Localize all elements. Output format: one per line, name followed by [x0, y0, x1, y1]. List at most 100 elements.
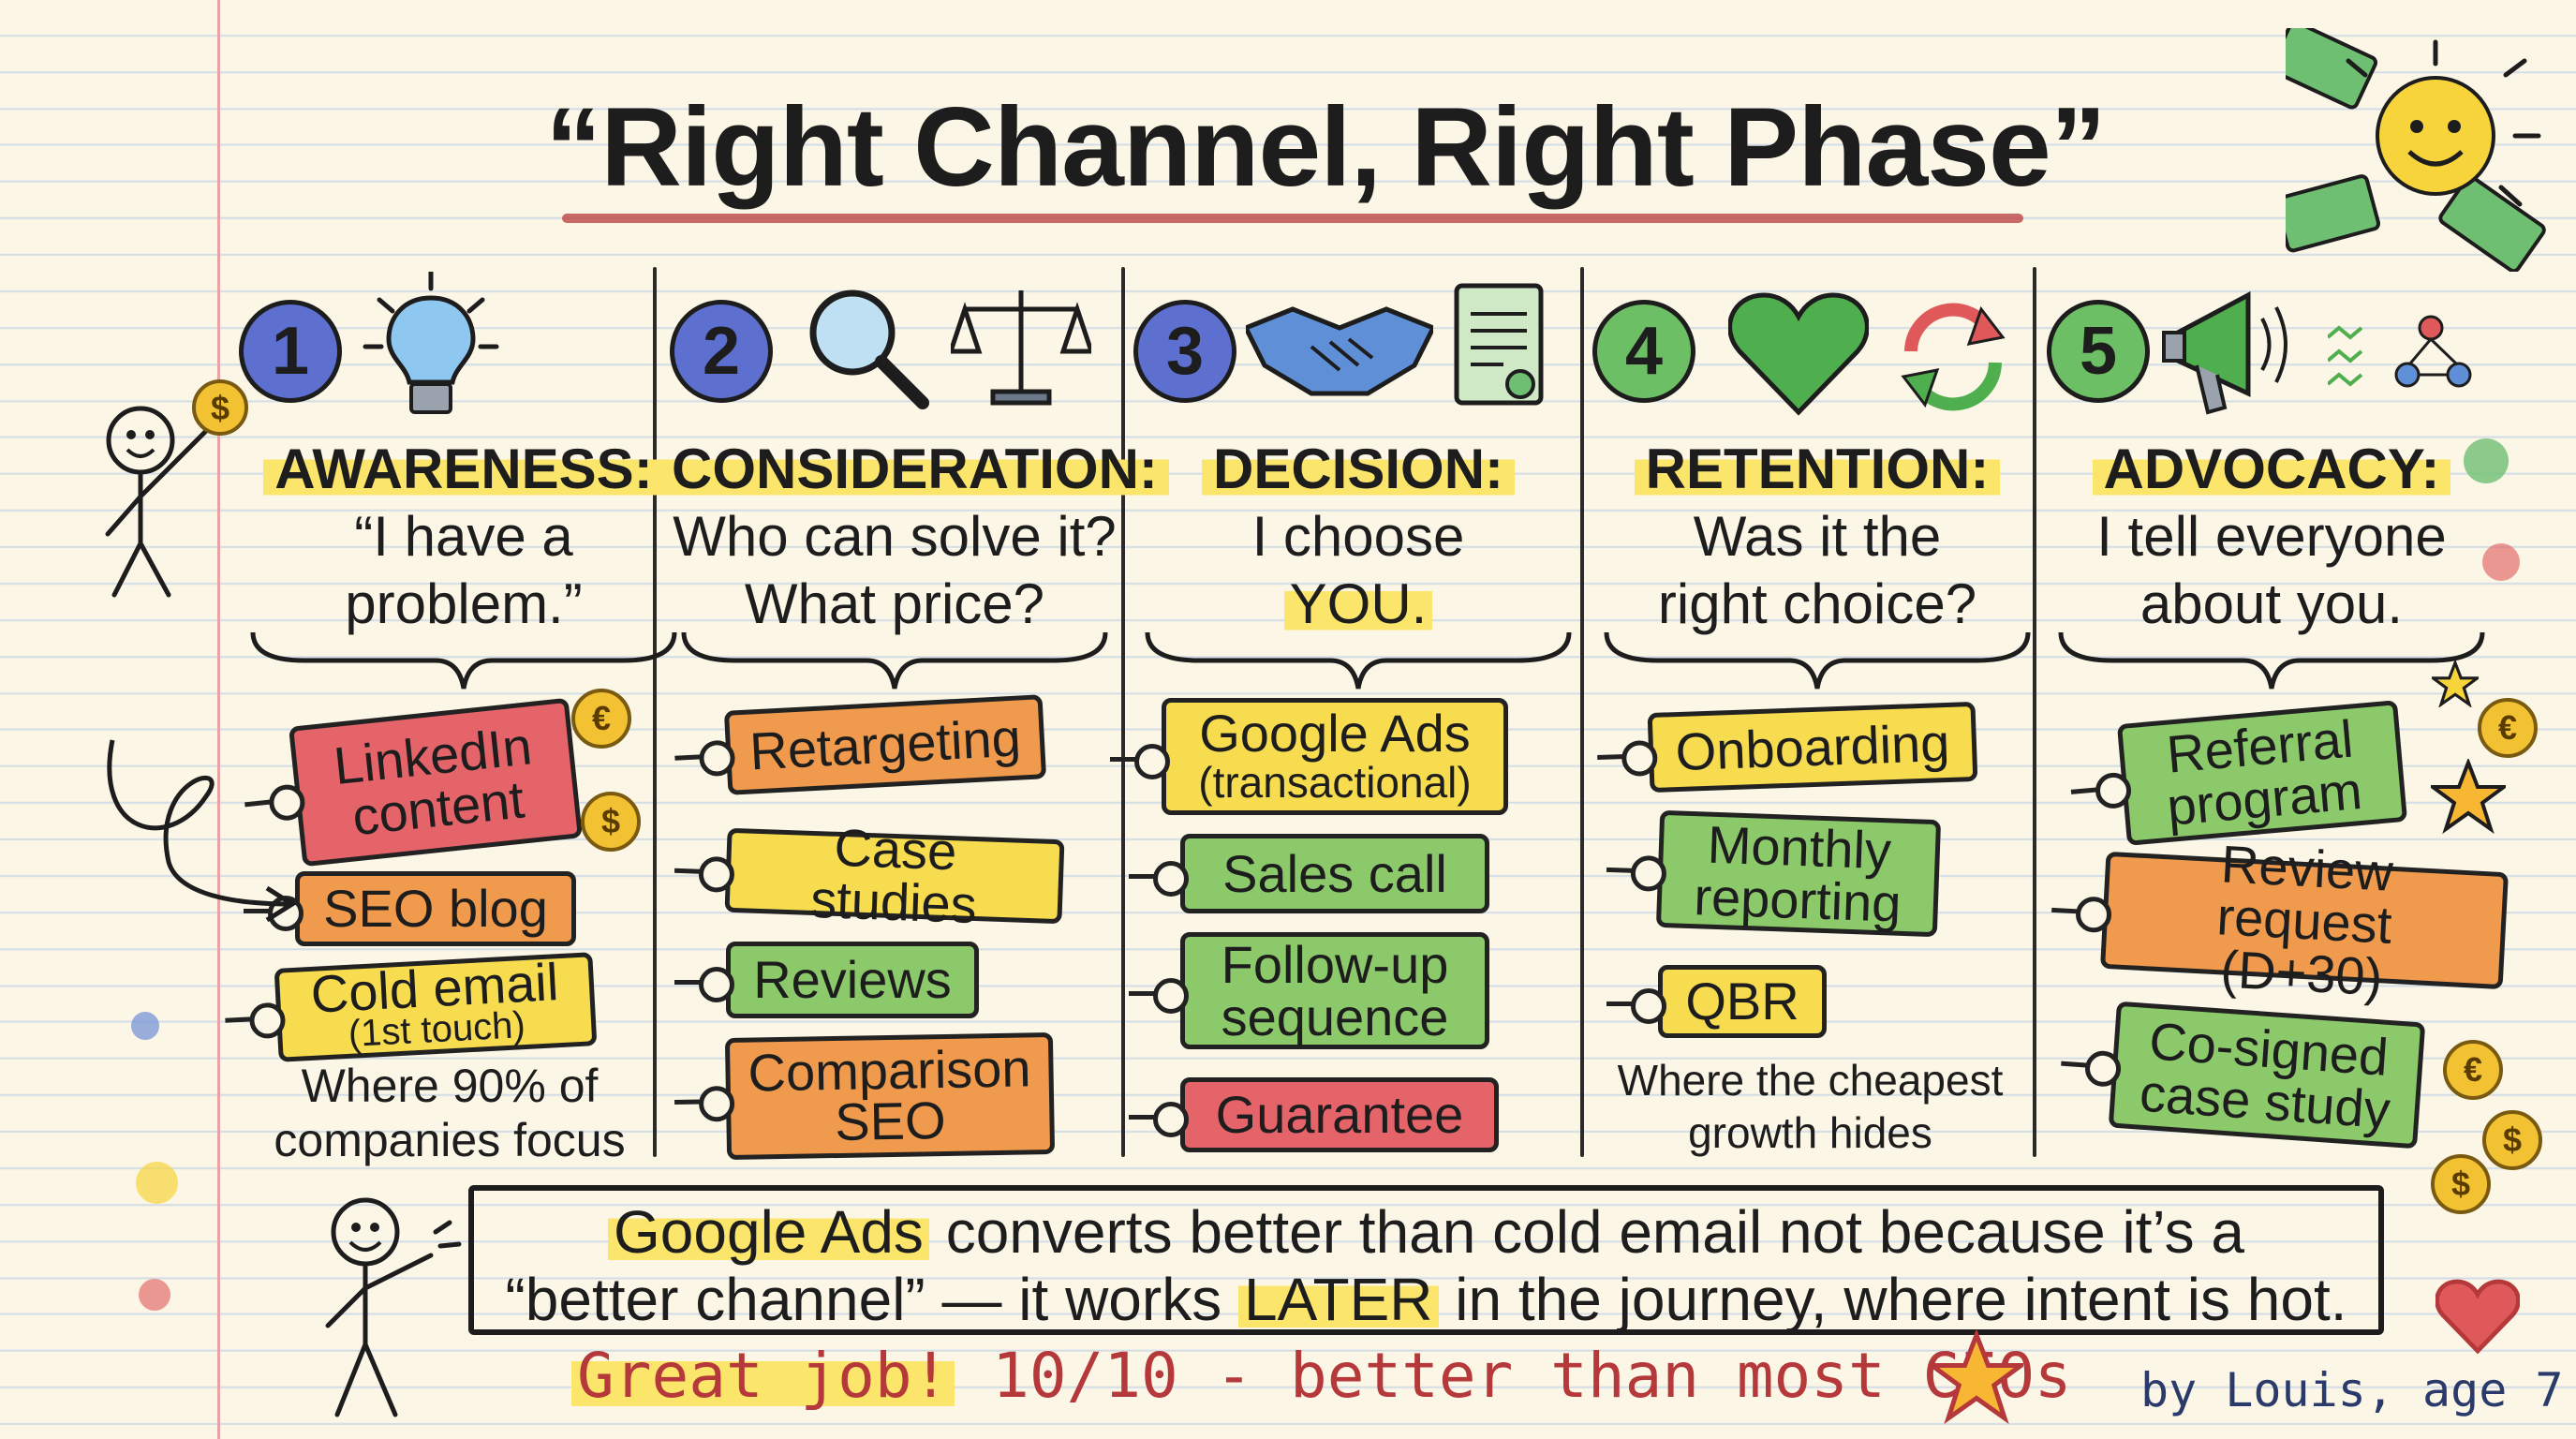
- phase-number: 1: [239, 300, 342, 403]
- tag-review-request: Review request (D+30): [2100, 834, 2509, 1006]
- tag-guarantee: Guarantee: [1129, 1077, 1499, 1152]
- phase-number: 3: [1133, 300, 1236, 403]
- tag-co-signed-case-study: Co-signed case study: [2108, 1001, 2426, 1150]
- phase-question-line1: I choose: [1251, 505, 1465, 568]
- phase-heading: CONSIDERATION: Who can solve it? What pr…: [660, 436, 1169, 638]
- quote-text: converts better than cold email not beca…: [928, 1198, 2244, 1266]
- title-underline: [562, 214, 2023, 223]
- phase-heading: ADVOCACY: I tell everyone about you.: [2037, 436, 2506, 638]
- insight-quote-box: Google Ads converts better than cold ema…: [468, 1185, 2384, 1335]
- quote-highlight-later: LATER: [1237, 1266, 1439, 1333]
- review-request-label: Review request: [2215, 833, 2395, 955]
- column-divider: [653, 267, 657, 1157]
- paint-dot: [136, 1162, 178, 1204]
- people-network-icon: [2328, 315, 2472, 388]
- column-divider: [1580, 267, 1584, 1157]
- column-divider: [1121, 267, 1125, 1157]
- review-request-sublabel: (D+30): [2219, 938, 2384, 1006]
- cold-email-sublabel: (1st touch): [347, 1004, 526, 1055]
- curly-brace: [681, 631, 1108, 690]
- tag-case-studies: Case studies: [724, 818, 1065, 934]
- paint-dot: [2482, 543, 2520, 581]
- phase-number: 5: [2047, 300, 2150, 403]
- phase-number: 2: [670, 300, 773, 403]
- dollar-coin-icon: $: [2431, 1154, 2491, 1214]
- phase-heading: AWARENESS: “I have a problem.”: [229, 436, 698, 638]
- sun-icon: [2286, 28, 2546, 272]
- phase-question-highlight: YOU.: [1283, 572, 1433, 635]
- phase-question-line2: What price?: [744, 572, 1045, 635]
- star-icon: [2431, 759, 2506, 834]
- curly-brace: [2058, 631, 2485, 690]
- tag-referral-program: Referral program: [2116, 700, 2408, 846]
- curved-arrow: [107, 739, 297, 923]
- phase-question-line1: Who can solve it?: [673, 505, 1117, 568]
- phase-title-consideration: CONSIDERATION:: [660, 438, 1169, 500]
- score-comment: 10/10 - better than most CEOs: [992, 1340, 2072, 1412]
- certificate-icon: [1454, 283, 1544, 406]
- megaphone-icon: [2162, 290, 2287, 415]
- curly-brace: [250, 631, 677, 690]
- euro-coin-icon: €: [2478, 698, 2538, 758]
- phase-title-advocacy: ADVOCACY:: [2092, 438, 2451, 500]
- euro-coin-icon: €: [2443, 1040, 2503, 1100]
- paint-dot: [131, 1012, 159, 1040]
- phase-heading: RETENTION: Was it the right choice?: [1583, 436, 2051, 638]
- phase-question-line2: right choice?: [1657, 572, 1977, 635]
- stick-figure-icon: $: [105, 379, 248, 598]
- lightbulb-icon: [363, 272, 499, 414]
- phase-title-awareness: AWARENESS:: [263, 438, 664, 500]
- dollar-coin-icon: $: [2482, 1110, 2542, 1170]
- magnifying-glass-icon: [809, 289, 929, 409]
- phase-question-line2: problem.”: [345, 572, 583, 635]
- phase-question-line2: about you.: [2139, 572, 2404, 635]
- page-title: “Right Channel, Right Phase”: [545, 84, 2106, 210]
- quote-text: “better channel” — it works: [505, 1266, 1238, 1333]
- star-icon: [2432, 660, 2479, 707]
- column-divider: [2033, 267, 2036, 1157]
- tag-monthly-reporting: Monthly reporting: [1655, 809, 1942, 938]
- curly-brace: [1604, 631, 2031, 690]
- curly-brace: [1145, 631, 1572, 690]
- phase-title-retention: RETENTION:: [1634, 438, 2001, 500]
- notebook-margin-line: [217, 0, 220, 1439]
- dollar-coin-label: $: [211, 389, 229, 427]
- tag-google-ads: Google Ads (transactional): [1110, 698, 1508, 815]
- tag-seo-blog: SEO blog: [244, 871, 576, 946]
- teacher-comment: Great job! 10/10 - better than most CEOs: [571, 1340, 2071, 1412]
- great-job-label: Great job!: [571, 1340, 955, 1412]
- quote-text: in the journey, where intent is hot.: [1438, 1266, 2347, 1333]
- refresh-arrows-icon: [1901, 303, 2006, 411]
- paint-dot: [2464, 438, 2509, 483]
- phase-heading: DECISION: I choose YOU.: [1124, 436, 1592, 638]
- paint-dot: [139, 1279, 170, 1311]
- tag-cold-email: Cold email (1st touch): [274, 952, 598, 1062]
- euro-coin-icon: €: [571, 689, 631, 749]
- phase-number: 4: [1592, 300, 1695, 403]
- heart-icon: [2435, 1279, 2520, 1354]
- handshake-icon: [1246, 306, 1433, 396]
- dollar-coin-icon: $: [581, 792, 641, 852]
- phase-question-line1: Was it the: [1693, 505, 1942, 568]
- tag-follow-up-sequence: Follow-up sequence: [1129, 932, 1489, 1049]
- tag-qbr: QBR: [1606, 965, 1827, 1038]
- tag-linkedin-content: LinkedIn content: [288, 697, 584, 868]
- stick-figure-icon: [325, 1197, 462, 1417]
- tag-comparison-seo: Comparison SEO: [724, 1031, 1056, 1161]
- phase-title-decision: DECISION:: [1201, 438, 1516, 500]
- signature: by Louis, age 7: [2140, 1363, 2564, 1417]
- scales-icon: [951, 290, 1091, 406]
- google-ads-label: Google Ads: [1199, 703, 1471, 763]
- tag-sales-call: Sales call: [1129, 834, 1489, 913]
- heart-icon: [1728, 292, 1869, 416]
- phase-question-line1: “I have a: [354, 505, 573, 568]
- tag-reviews: Reviews: [674, 942, 979, 1018]
- star-icon: [1930, 1330, 2023, 1424]
- quote-line1: Google Ads converts better than cold ema…: [474, 1198, 2378, 1266]
- quote-highlight-google-ads: Google Ads: [608, 1198, 929, 1266]
- tag-retargeting: Retargeting: [723, 694, 1047, 795]
- phase-question-line1: I tell everyone: [2096, 505, 2447, 568]
- tag-onboarding: Onboarding: [1647, 701, 1978, 794]
